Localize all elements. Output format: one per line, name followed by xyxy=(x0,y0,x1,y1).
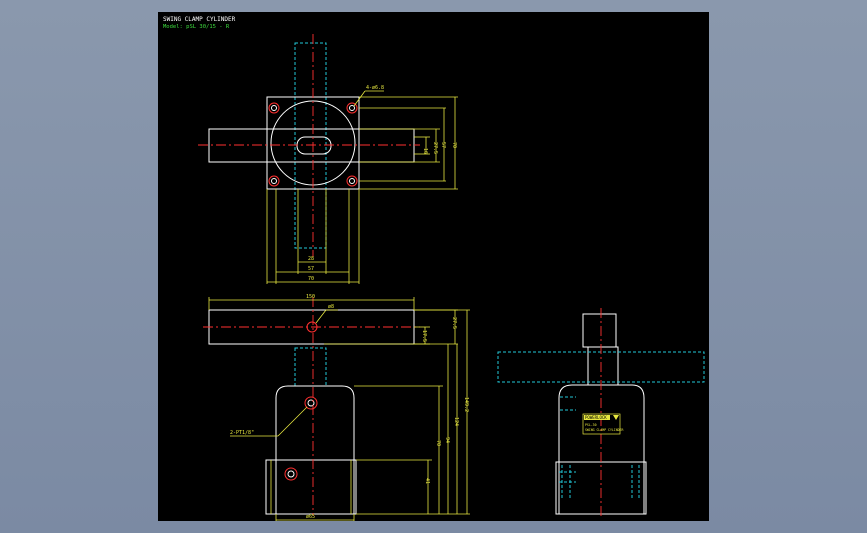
dim-height-a: 27.5 xyxy=(432,142,438,154)
dim-width-outer: 70 xyxy=(308,276,314,282)
dim-to-pin: 94 xyxy=(444,437,450,443)
hole-leader xyxy=(353,90,366,107)
front-view: 150 ø8 17.5 27.5 41 70 94 124 149.2 ø65 … xyxy=(203,294,470,521)
top-arm xyxy=(208,128,415,163)
pin-leader xyxy=(315,309,327,324)
dim-body-height: 70 xyxy=(435,440,441,446)
dim-pin: ø8 xyxy=(328,304,334,310)
side-body xyxy=(558,384,645,515)
front-port-lower xyxy=(284,467,298,481)
dim-base: 41 xyxy=(424,478,430,484)
side-arm-top xyxy=(582,313,617,348)
dim-arm-length: 150 xyxy=(306,294,315,300)
mount-hole-bl xyxy=(268,175,280,187)
dim-total-b: 149.2 xyxy=(463,397,469,412)
mount-hole-br xyxy=(346,175,358,187)
dim-bore: ø65 xyxy=(306,514,315,520)
dim-to-arm-top: 27.5 xyxy=(451,317,457,329)
side-view: POWERLOCK PSL-30 SWING CLAMP CYLINDER xyxy=(497,308,705,518)
dim-height-outer: 70 xyxy=(451,142,457,148)
port-leader xyxy=(277,406,308,437)
mount-hole-tl-inner xyxy=(271,105,277,111)
nameplate-line1: PSL-30 xyxy=(585,423,597,427)
dim-total-a: 124 xyxy=(453,417,459,426)
dim-width-mid: 57 xyxy=(308,266,314,272)
dim-height-inner: 16 xyxy=(422,148,428,154)
mount-hole-tl xyxy=(268,102,280,114)
nameplate-brand: POWERLOCK xyxy=(585,415,607,420)
front-port-upper xyxy=(304,396,318,410)
front-rod-hidden xyxy=(294,347,327,387)
hidden-arm-vertical xyxy=(294,42,327,249)
mount-hole-br-inner xyxy=(349,178,355,184)
cad-drawing: SWING CLAMP CYLINDER Model: pSL 30/15 - … xyxy=(163,16,705,521)
nameplate xyxy=(582,413,621,435)
dim-arm-height: 17.5 xyxy=(421,330,427,342)
front-base xyxy=(265,459,357,515)
top-view: 4-ø6.8 28 57 70 16 27.5 57 70 xyxy=(198,34,458,284)
dim-width-inner: 28 xyxy=(308,256,314,262)
front-body xyxy=(275,385,355,515)
nameplate-line2: SWING CLAMP CYLINDER xyxy=(585,428,623,432)
port-callout: 2-PT1/8" xyxy=(230,430,254,436)
mount-hole-bl-inner xyxy=(271,178,277,184)
cad-viewport[interactable]: SWING CLAMP CYLINDER Model: pSL 30/15 - … xyxy=(158,12,709,521)
front-port-lower-inner xyxy=(287,470,295,478)
drawing-title: SWING CLAMP CYLINDER xyxy=(163,16,236,23)
side-rod xyxy=(587,346,619,386)
hole-callout: 4-ø6.8 xyxy=(366,85,384,91)
mount-hole-tr-inner xyxy=(349,105,355,111)
dim-height-b: 57 xyxy=(440,142,446,148)
nameplate-logo-icon xyxy=(613,415,619,420)
nameplate-header xyxy=(584,415,610,420)
drawing-model: Model: pSL 30/15 - R xyxy=(163,24,230,30)
top-arm-slot xyxy=(296,136,332,155)
front-port-upper-inner xyxy=(307,399,315,407)
mount-hole-tr xyxy=(346,102,358,114)
